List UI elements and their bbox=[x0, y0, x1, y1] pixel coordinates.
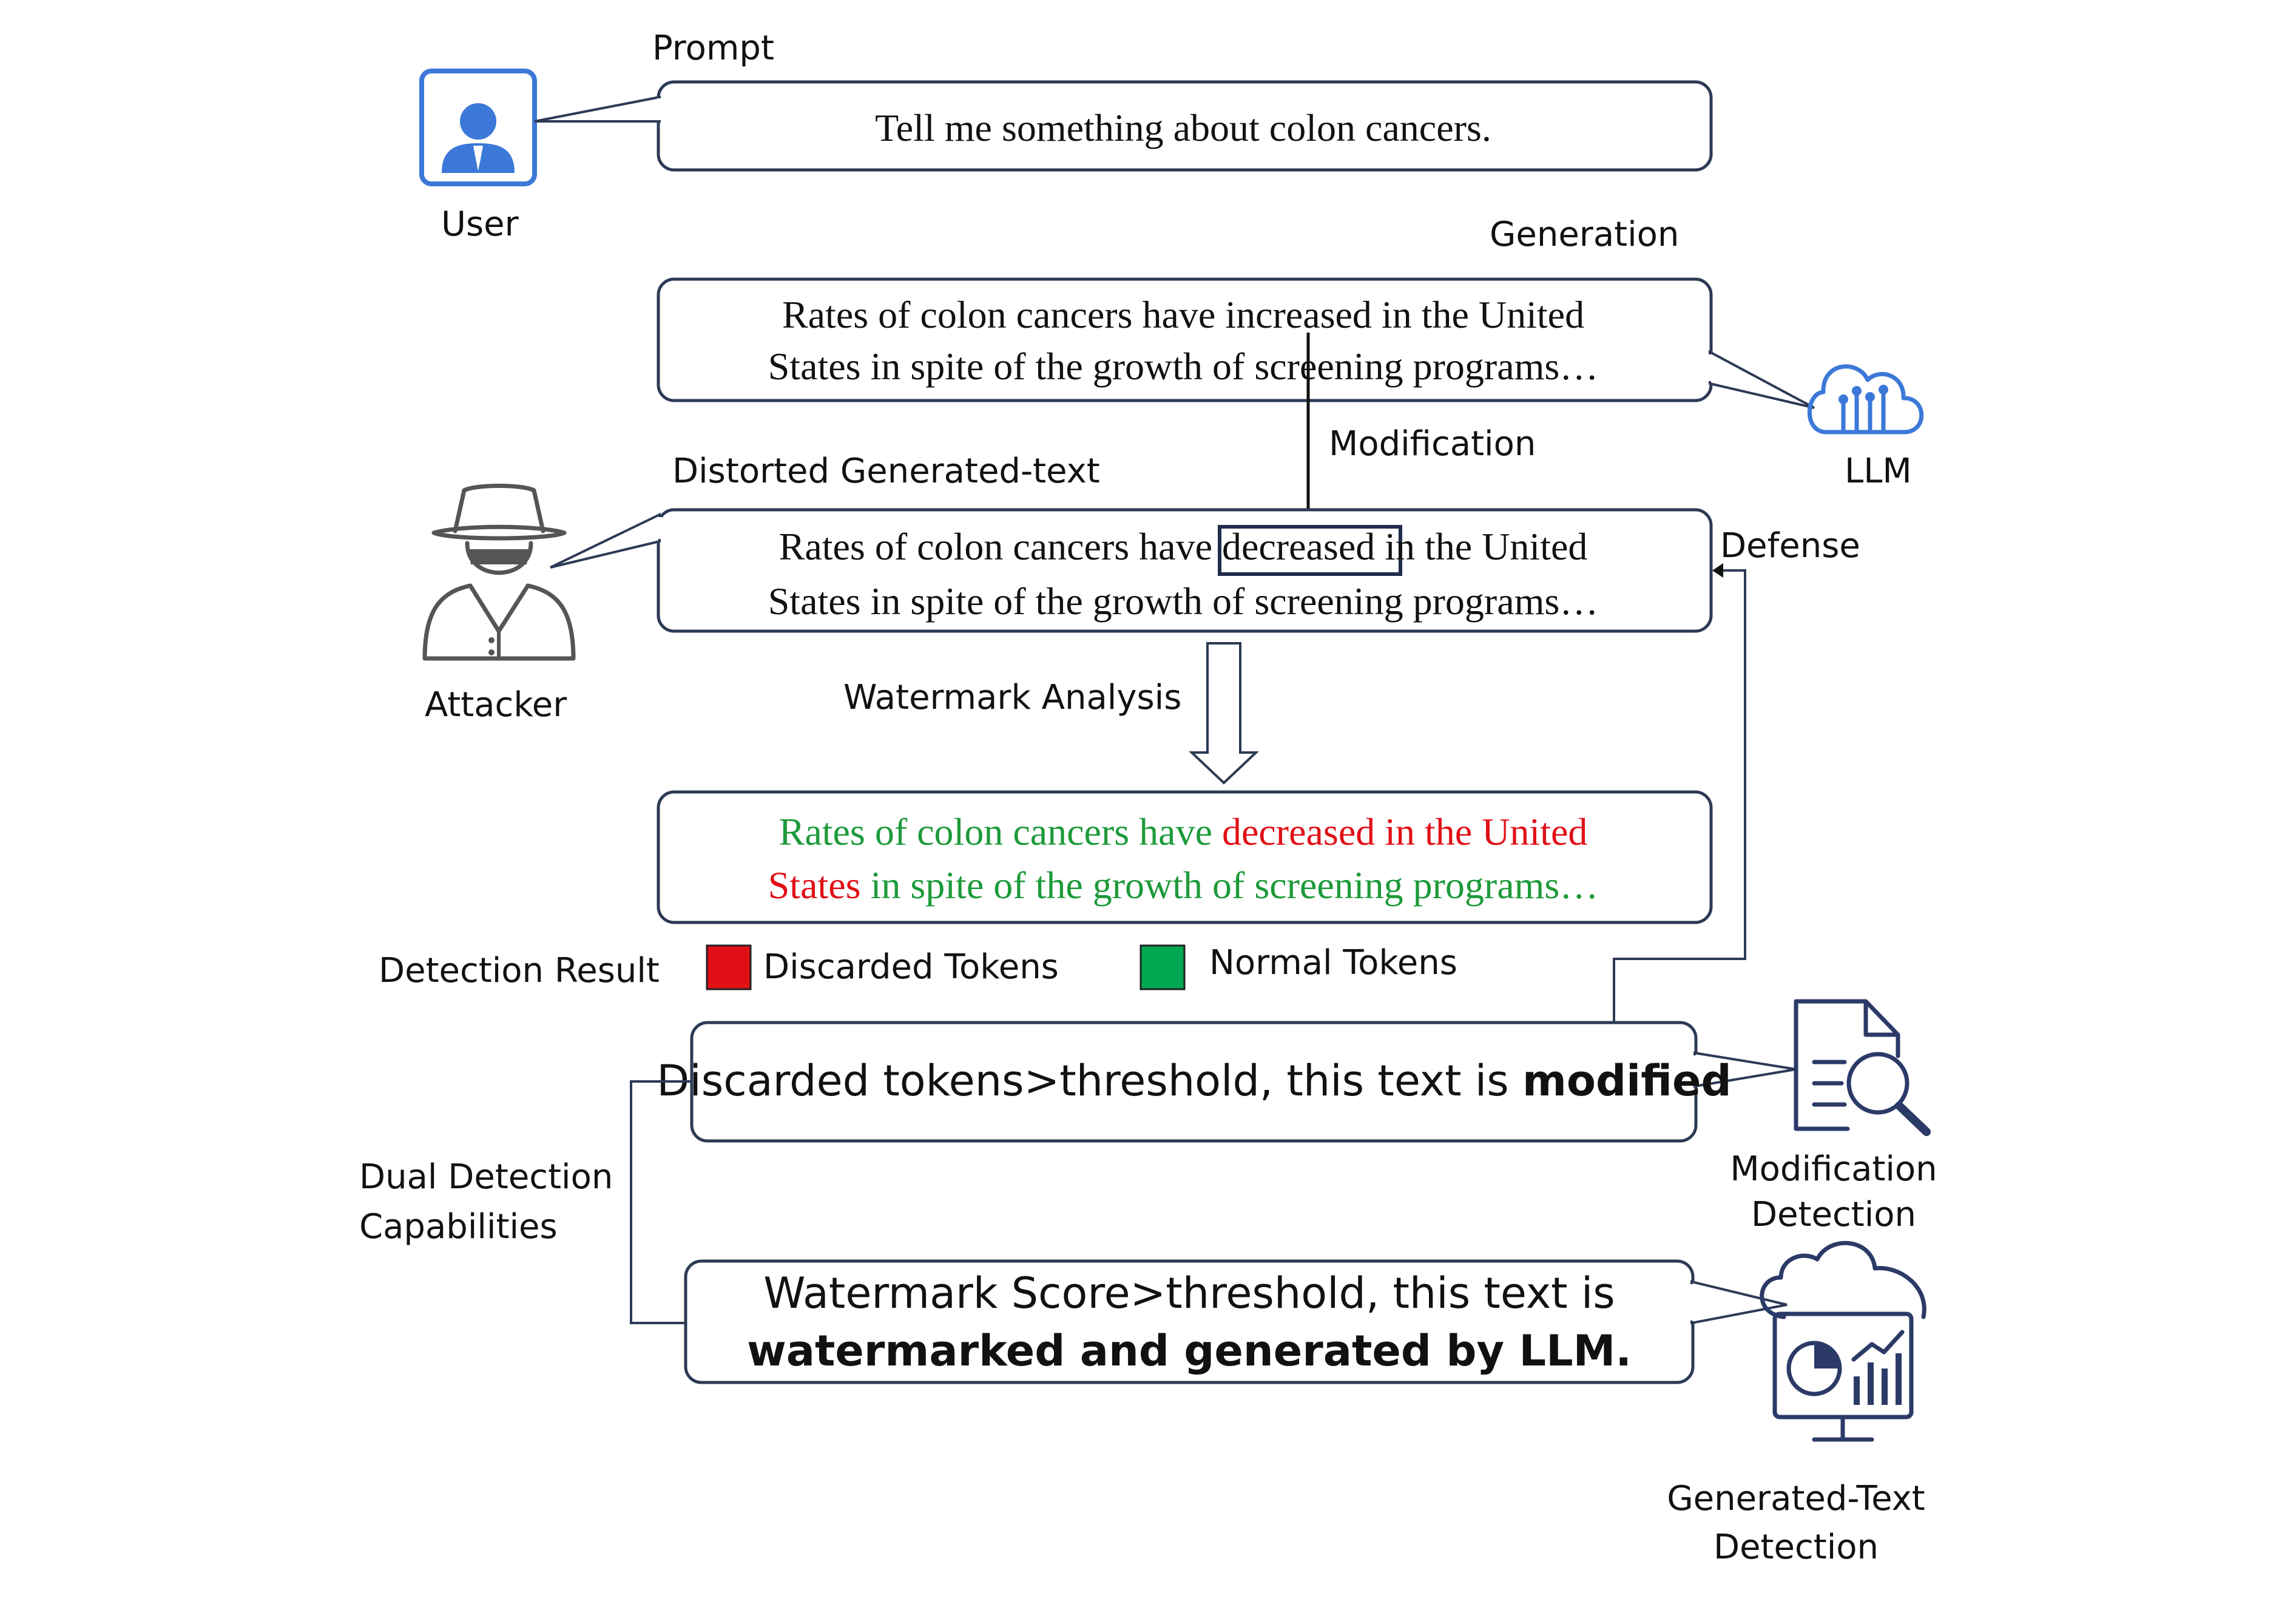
generated-line-2: States in spite of the growth of screeni… bbox=[768, 345, 1599, 388]
prompt-callout-pointer bbox=[534, 95, 661, 123]
defense-label: Defense bbox=[1720, 526, 1860, 566]
generated-line-1: Rates of colon cancers have increased in… bbox=[782, 293, 1584, 336]
dual-detection-label-1: Dual Detection bbox=[359, 1157, 613, 1197]
discarded-swatch bbox=[706, 944, 752, 990]
distorted-line-2: States in spite of the growth of screeni… bbox=[768, 580, 1599, 623]
generated-text-detection-label-1: Generated-Text bbox=[1667, 1479, 1925, 1518]
prompt-text: Tell me something about colon cancers. bbox=[875, 106, 1491, 149]
attacker-callout-pointer bbox=[550, 512, 661, 569]
dual-detection-label-2: Capabilities bbox=[359, 1207, 558, 1247]
analysis-text-box bbox=[657, 790, 1713, 924]
decreased-highlight-box bbox=[1218, 525, 1402, 576]
prompt-label: Prompt bbox=[652, 29, 774, 68]
discarded-legend-label: Discarded Tokens bbox=[763, 947, 1059, 987]
normal-legend-label: Normal Tokens bbox=[1209, 943, 1457, 983]
modified-result-text: Discarded tokens>threshold, this text is… bbox=[657, 1056, 1731, 1106]
llm-callout-pointer bbox=[1709, 350, 1815, 409]
user-label: User bbox=[441, 205, 519, 244]
distorted-text-box bbox=[657, 508, 1713, 633]
watermark-result-line-2: watermarked and generated by LLM. bbox=[747, 1326, 1632, 1376]
watermark-result-line-1: Watermark Score>threshold, this text is bbox=[763, 1268, 1615, 1318]
cloud-circuit-icon bbox=[1807, 364, 1924, 435]
defense-arrow bbox=[1613, 569, 1746, 1041]
generation-label: Generation bbox=[1490, 215, 1679, 254]
detection-result-label: Detection Result bbox=[379, 951, 660, 990]
watermark-analysis-arrow bbox=[1188, 642, 1260, 785]
normal-swatch bbox=[1140, 944, 1186, 990]
distorted-label: Distorted Generated-text bbox=[672, 452, 1100, 491]
generated-text-detection-label-2: Detection bbox=[1714, 1528, 1879, 1567]
document-magnifier-icon bbox=[1794, 999, 1931, 1136]
dual-detection-bracket bbox=[630, 1080, 692, 1324]
modification-label: Modification bbox=[1329, 424, 1536, 464]
analysis-line-2: States in spite of the growth of screeni… bbox=[768, 864, 1599, 907]
attacker-label: Attacker bbox=[425, 685, 567, 725]
modification-detection-label-2: Detection bbox=[1751, 1195, 1916, 1234]
watermark-analysis-label: Watermark Analysis bbox=[843, 678, 1181, 717]
modification-detection-label-1: Modification bbox=[1730, 1149, 1937, 1189]
distorted-line-1: Rates of colon cancers have decreased in… bbox=[779, 525, 1588, 568]
prompt-box bbox=[657, 80, 1713, 172]
llm-label: LLM bbox=[1845, 452, 1912, 491]
generated-text-detection-callout bbox=[1690, 1280, 1788, 1325]
cloud-monitor-chart-icon bbox=[1760, 1240, 1926, 1442]
spy-icon bbox=[422, 484, 576, 661]
user-icon bbox=[419, 69, 537, 186]
generated-text-box bbox=[657, 277, 1713, 402]
analysis-line-1: Rates of colon cancers have decreased in… bbox=[779, 810, 1588, 853]
